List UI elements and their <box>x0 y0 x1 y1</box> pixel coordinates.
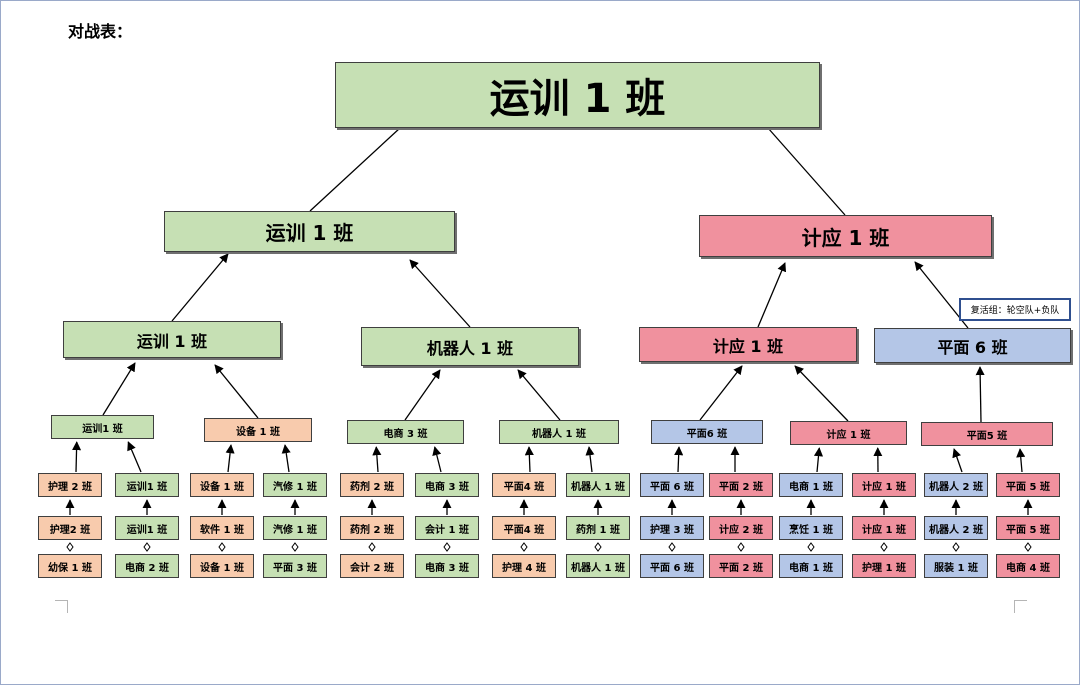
connector-line <box>309 127 401 212</box>
diamond-connector-icon <box>952 542 960 552</box>
round1-node-2: 运训1 班 <box>115 473 179 497</box>
prelim-opponent-node-7: 护理 4 班 <box>492 554 556 578</box>
round1-node-12: 计应 1 班 <box>852 473 916 497</box>
arrow-up-icon <box>102 362 136 416</box>
round2-node-5: 平面6 班 <box>651 420 763 444</box>
round1-node-8: 机器人 1 班 <box>566 473 630 497</box>
arrow-up-icon <box>281 444 291 473</box>
round2-node-6: 计应 1 班 <box>790 421 907 445</box>
prelim-opponent-node-13: 服装 1 班 <box>924 554 988 578</box>
round1-node-10: 平面 2 班 <box>709 473 773 497</box>
round1-node-9: 平面 6 班 <box>640 473 704 497</box>
prelim-node-6: 会计 1 班 <box>415 516 479 540</box>
quarter-node-2: 机器人 1 班 <box>361 327 579 366</box>
arrow-up-icon <box>372 446 382 473</box>
prelim-node-3: 软件 1 班 <box>190 516 254 540</box>
prelim-opponent-node-14: 电商 4 班 <box>996 554 1060 578</box>
arrow-up-icon <box>127 441 142 473</box>
diamond-connector-icon <box>443 542 451 552</box>
arrow-up-icon <box>794 365 849 422</box>
diamond-connector-icon <box>66 542 74 552</box>
diamond-connector-icon <box>668 542 676 552</box>
final-node: 运训 1 班 <box>335 62 820 128</box>
semi-left-node: 运训 1 班 <box>164 211 455 252</box>
arrow-up-icon <box>585 446 595 473</box>
prelim-opponent-node-9: 平面 6 班 <box>640 554 704 578</box>
quarter-node-4: 平面 6 班 <box>874 328 1071 363</box>
prelim-node-7: 平面4 班 <box>492 516 556 540</box>
prelim-opponent-node-8: 机器人 1 班 <box>566 554 630 578</box>
revival-note: 复活组：轮空队+负队 <box>959 298 1071 321</box>
quarter-node-1: 运训 1 班 <box>63 321 281 358</box>
corner-mark-left <box>55 600 68 613</box>
diamond-connector-icon <box>737 542 745 552</box>
semi-right-node: 计应 1 班 <box>699 215 992 257</box>
arrow-up-icon <box>517 369 561 421</box>
prelim-node-10: 计应 2 班 <box>709 516 773 540</box>
prelim-opponent-node-5: 会计 2 班 <box>340 554 404 578</box>
prelim-opponent-node-10: 平面 2 班 <box>709 554 773 578</box>
round2-node-2: 设备 1 班 <box>204 418 312 442</box>
arrow-up-icon <box>524 446 534 473</box>
diamond-connector-icon <box>143 542 151 552</box>
arrow-up-icon <box>813 447 824 473</box>
corner-mark-right <box>1014 600 1027 613</box>
page-title: 对战表： <box>68 22 133 41</box>
prelim-opponent-node-3: 设备 1 班 <box>190 554 254 578</box>
arrow-up-icon <box>225 444 235 473</box>
diamond-connector-icon <box>368 542 376 552</box>
diamond-connector-icon <box>594 542 602 552</box>
round1-node-4: 汽修 1 班 <box>263 473 327 497</box>
prelim-node-1: 护理2 班 <box>38 516 102 540</box>
diamond-connector-icon <box>807 542 815 552</box>
prelim-opponent-node-1: 幼保 1 班 <box>38 554 102 578</box>
arrow-up-icon <box>975 366 985 423</box>
connector-line <box>767 127 846 216</box>
round2-node-7: 平面5 班 <box>921 422 1053 446</box>
round1-node-6: 电商 3 班 <box>415 473 479 497</box>
prelim-node-4: 汽修 1 班 <box>263 516 327 540</box>
arrow-up-icon <box>71 441 82 473</box>
prelim-node-13: 机器人 2 班 <box>924 516 988 540</box>
round1-node-3: 设备 1 班 <box>190 473 254 497</box>
prelim-opponent-node-11: 电商 1 班 <box>779 554 843 578</box>
prelim-node-9: 护理 3 班 <box>640 516 704 540</box>
round1-node-1: 护理 2 班 <box>38 473 102 497</box>
arrow-up-icon <box>952 448 963 473</box>
prelim-node-8: 药剂 1 班 <box>566 516 630 540</box>
round1-node-14: 平面 5 班 <box>996 473 1060 497</box>
arrow-up-icon <box>1016 448 1026 473</box>
round1-node-13: 机器人 2 班 <box>924 473 988 497</box>
diamond-connector-icon <box>520 542 528 552</box>
prelim-node-14: 平面 5 班 <box>996 516 1060 540</box>
diamond-connector-icon <box>880 542 888 552</box>
prelim-opponent-node-6: 电商 3 班 <box>415 554 479 578</box>
arrow-up-icon <box>214 364 259 419</box>
arrow-up-icon <box>171 253 229 322</box>
round2-node-3: 电商 3 班 <box>347 420 464 444</box>
prelim-node-12: 计应 1 班 <box>852 516 916 540</box>
diamond-connector-icon <box>218 542 226 552</box>
round1-node-11: 电商 1 班 <box>779 473 843 497</box>
diamond-connector-icon <box>1024 542 1032 552</box>
prelim-node-5: 药剂 2 班 <box>340 516 404 540</box>
arrow-up-icon <box>674 446 684 473</box>
arrow-up-icon <box>432 446 442 473</box>
arrow-up-icon <box>757 262 787 328</box>
round2-node-4: 机器人 1 班 <box>499 420 619 444</box>
prelim-node-2: 运训1 班 <box>115 516 179 540</box>
quarter-node-3: 计应 1 班 <box>639 327 857 362</box>
prelim-opponent-node-2: 电商 2 班 <box>115 554 179 578</box>
arrow-up-icon <box>699 365 743 421</box>
round2-node-1: 运训1 班 <box>51 415 154 439</box>
arrow-up-icon <box>409 259 471 328</box>
arrow-up-icon <box>404 369 441 421</box>
prelim-node-11: 烹饪 1 班 <box>779 516 843 540</box>
prelim-opponent-node-12: 护理 1 班 <box>852 554 916 578</box>
prelim-opponent-node-4: 平面 3 班 <box>263 554 327 578</box>
diamond-connector-icon <box>291 542 299 552</box>
round1-node-7: 平面4 班 <box>492 473 556 497</box>
round1-node-5: 药剂 2 班 <box>340 473 404 497</box>
